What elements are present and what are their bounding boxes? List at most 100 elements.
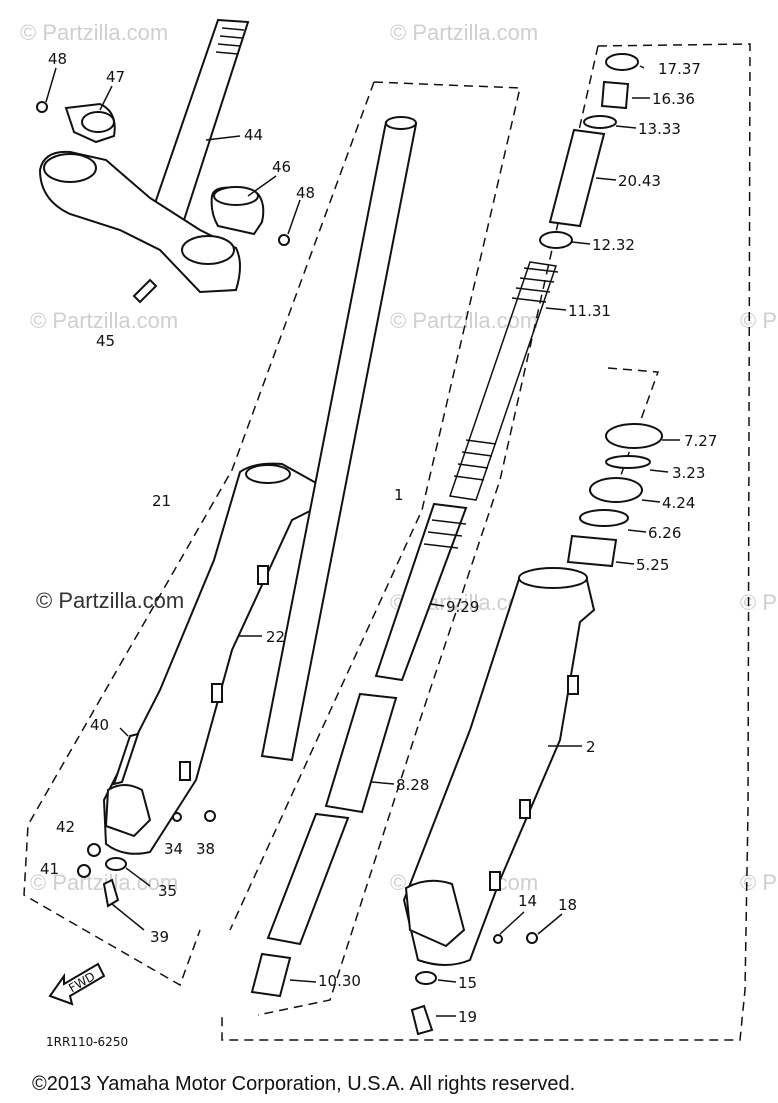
right-lug [489,871,501,891]
leader [595,177,617,181]
leader [537,913,563,935]
callout-48: 48 [48,50,67,68]
fwd-arrow-icon [48,962,106,1006]
callouts: 48 47 44 46 48 45 21 22 40 42 34 38 41 3… [40,50,717,1026]
watermark: © Partzilla.com [20,20,168,45]
bracket-clamp-right [181,235,235,265]
callout-16-36: 16.36 [652,90,695,108]
left-lug [257,565,269,585]
callout-14: 14 [518,892,537,910]
spring-coils [453,267,559,481]
callout-34: 34 [164,840,183,858]
slide-metal-lower [266,812,350,946]
steering-stem [36,18,290,304]
callout-47: 47 [106,68,125,86]
washer-42 [87,843,101,857]
watermark: © Partzilla.com [740,308,778,333]
leader [639,65,645,69]
right-outer-tube-top [518,567,588,589]
right-fork-outline [221,43,751,1041]
inner-tube-outline [229,81,521,931]
o-ring-13-33 [583,115,617,129]
clip-3-23 [605,455,651,469]
leader [287,199,301,235]
washer-34 [172,812,182,822]
callout-19: 19 [458,1008,477,1026]
right-lug [567,675,579,695]
leader [499,911,525,935]
spacer-20-43 [548,128,606,228]
callout-12-32: 12.32 [592,236,635,254]
callout-3-23: 3.23 [672,464,705,482]
left-lug [179,761,191,781]
stem-thread [215,27,245,55]
leader [437,979,457,983]
slide-metal-8-28 [324,692,398,814]
diagram-code: 1RR110-6250 [46,1035,128,1049]
callout-18: 18 [558,896,577,914]
leader [247,175,277,197]
left-lug [211,683,223,703]
callout-8-28: 8.28 [396,776,429,794]
callout-44: 44 [244,126,263,144]
fork-spring-11-31 [449,261,557,501]
watermark: © Partzilla.com [740,870,778,895]
inner-tube-top [385,116,417,130]
slide-metal-5-25 [566,534,618,568]
left-fork-outline [23,81,375,987]
leader [119,727,129,737]
damper-rod-rings [423,519,467,549]
leader-lines [45,65,680,1017]
callout-46: 46 [272,158,291,176]
bracket-clamp-left [43,153,97,183]
callout-17-37: 17.37 [658,60,701,78]
leader [371,781,395,785]
fwd-arrow: FWD [48,962,106,1006]
callout-13-33: 13.33 [638,120,681,138]
callout-9-29: 9.29 [446,598,479,616]
bolt-19 [410,1004,434,1036]
washer-15 [415,971,437,985]
leader [627,529,647,533]
bolt-48-top [36,101,48,113]
callout-42: 42 [56,818,75,836]
leader [429,603,445,607]
right-fork-inner-outline [257,45,599,1016]
bolt-40 [112,732,140,786]
left-axle-boss [104,784,152,838]
leader [649,469,669,473]
callout-41: 41 [40,860,59,878]
bolt-48-right [278,234,290,246]
right-lug [519,799,531,819]
watermark-main: © Partzilla.com [36,588,184,613]
callout-15: 15 [458,974,477,992]
leader [545,307,567,311]
leader [571,241,591,245]
damper-rod-9-29 [374,502,468,682]
oil-lock-10-30 [250,952,292,998]
callout-38: 38 [196,840,215,858]
leader [205,135,241,141]
watermark: © Partzilla.com [30,308,178,333]
bolt-39 [102,878,120,908]
watermark: © Partzilla.com [30,870,178,895]
callout-6-26: 6.26 [648,524,681,542]
spring-seat-12-32 [539,231,573,249]
callout-35: 35 [158,882,177,900]
washer-14 [493,934,503,944]
callout-21: 21 [152,492,171,510]
callout-45: 45 [96,332,115,350]
callout-11-31: 11.31 [568,302,611,320]
upper-holder-ring [81,111,115,133]
washer-6-26 [579,509,629,527]
bolt-38 [204,810,216,822]
right-fork-top [539,53,639,249]
leader [99,85,113,111]
washer-35 [105,857,127,871]
seals [566,423,663,568]
bolt-18 [526,932,538,944]
nut-41 [77,864,91,878]
leader [111,903,145,931]
left-outer-tube [77,462,320,908]
